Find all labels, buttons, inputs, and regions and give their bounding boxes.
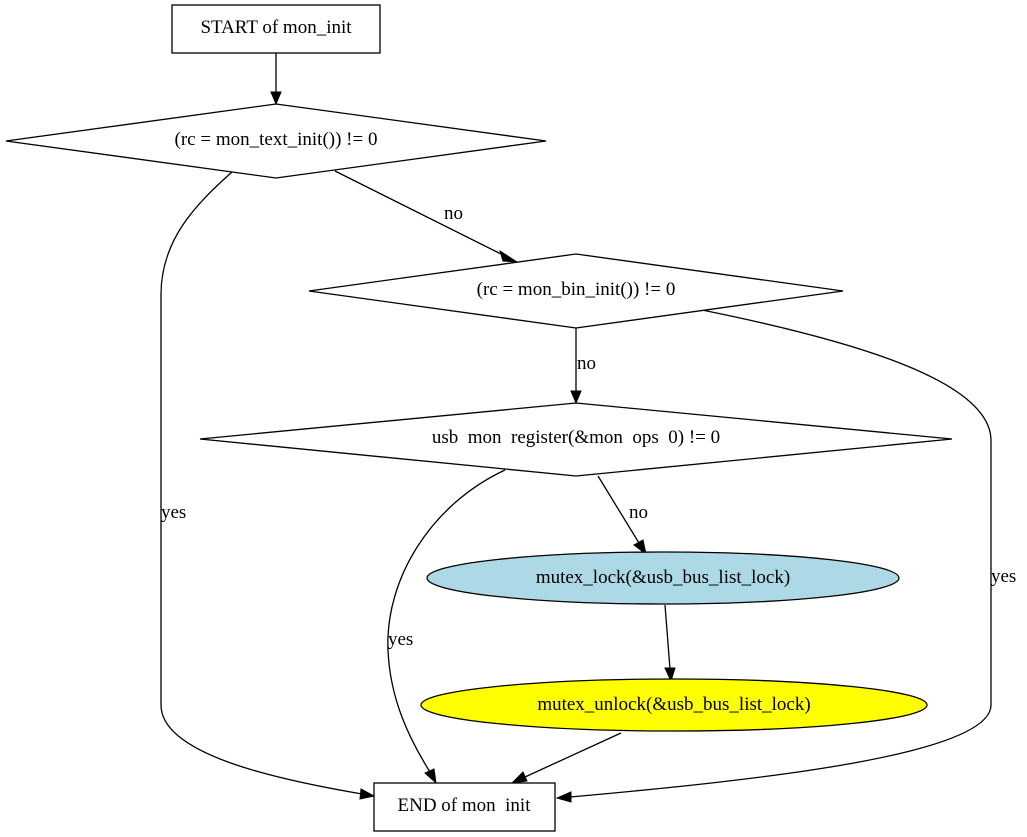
edge-d2-to-end [569, 309, 992, 798]
edge-d1-to-end [160, 171, 363, 795]
arrowhead [424, 768, 437, 785]
node-mutex-unlock: mutex_unlock(&usb_bus_list_lock) [420, 678, 928, 732]
node-end: END of mon init [373, 782, 556, 832]
edge-label-no: no [629, 502, 648, 523]
node-start: START of mon_init [171, 4, 381, 54]
node-decision-text-init: (rc = mon_text_init()) != 0 [5, 103, 547, 179]
edge-d3-to-end [387, 469, 506, 773]
arrowhead [359, 788, 376, 800]
decision-diamond [199, 402, 953, 477]
mutex-unlock-ellipse [420, 678, 928, 732]
edge-label-yes: yes [388, 629, 413, 650]
end-box [373, 782, 556, 832]
arrowhead [270, 91, 282, 106]
decision-diamond [5, 103, 547, 179]
end-label: END of mon init [398, 795, 532, 816]
arrowhead [555, 791, 572, 803]
mutex-unlock-label: mutex_unlock(&usb_bus_list_lock) [537, 694, 810, 715]
edges: no yes no yes no yes [160, 53, 1016, 803]
edge-d3-to-lock [597, 475, 640, 544]
edge-lock-to-unlock [664, 604, 671, 670]
node-decision-bin-init: (rc = mon_bin_init()) != 0 [308, 253, 844, 329]
decision-label: (rc = mon_bin_init()) != 0 [477, 279, 676, 300]
start-label: START of mon_init [200, 17, 352, 38]
mutex-lock-label: mutex_lock(&usb_bus_list_lock) [536, 567, 790, 588]
edge-label-no: no [444, 203, 463, 224]
edge-label-no: no [577, 353, 596, 374]
arrowhead [570, 390, 582, 405]
decision-label: (rc = mon_text_init()) != 0 [175, 129, 378, 150]
edge-unlock-to-end [524, 732, 622, 778]
decision-diamond [308, 253, 844, 329]
edge-label-yes: yes [991, 566, 1016, 587]
arrowhead [633, 539, 647, 556]
arrowhead [510, 771, 528, 784]
node-mutex-lock: mutex_lock(&usb_bus_list_lock) [426, 551, 900, 605]
node-decision-usb-mon-register: usb mon register(&mon ops 0) != 0 [199, 402, 953, 477]
arrowhead [664, 667, 676, 683]
edge-d1-to-d2 [334, 170, 506, 257]
edge-label-yes: yes [161, 502, 186, 523]
mutex-lock-ellipse [426, 551, 900, 605]
decision-label: usb mon register(&mon ops 0) != 0 [432, 427, 720, 448]
start-box [171, 4, 381, 54]
arrowhead [499, 249, 518, 263]
